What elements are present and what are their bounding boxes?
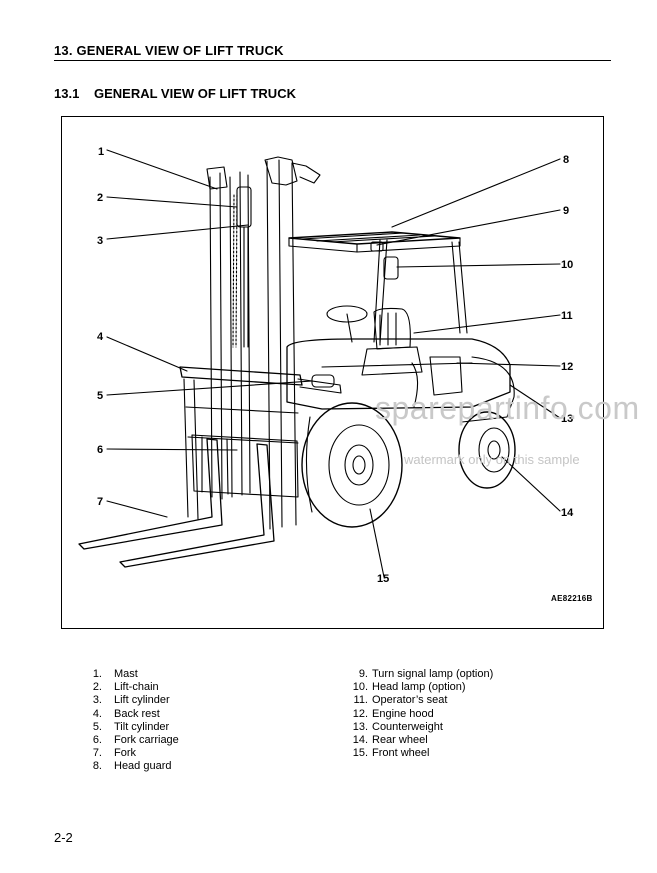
legend-item: 15.Front wheel [352,747,430,760]
callout-12: 12 [561,361,573,373]
subsection-number: 13.1 [54,86,80,101]
section-divider [54,60,611,61]
legend-item: 4.Back rest [92,707,160,720]
callout-2: 2 [97,192,103,204]
legend-right: 9.Turn signal lamp (option) 10.Head lamp… [340,668,494,760]
section-title: 13. GENERAL VIEW OF LIFT TRUCK [54,43,284,58]
legend-left: 1.Mast 2.Lift-chain 3.Lift cylinder 4.Ba… [70,668,179,774]
legend-item: 9.Turn signal lamp (option) [358,668,494,680]
subsection-title: GENERAL VIEW OF LIFT TRUCK [94,86,296,101]
callout-13: 13 [561,413,573,425]
legend-item: 5.Tilt cylinder [92,720,170,733]
legend-item: 2.Lift-chain [92,681,159,694]
callout-15: 15 [377,573,389,585]
forklift-illustration: 1 2 3 4 5 6 7 8 9 10 11 12 13 14 15 [78,146,574,585]
legend-item: 3.Lift cylinder [92,694,170,707]
subsection-heading: 13.1 GENERAL VIEW OF LIFT TRUCK [54,86,296,101]
callout-1: 1 [98,146,104,158]
legend-item: 11.Operator’s seat [353,694,448,707]
callout-7: 7 [97,496,103,508]
forklift-figure: 1 2 3 4 5 6 7 8 9 10 11 12 13 14 15 AE82… [61,116,604,629]
callout-4: 4 [97,331,104,343]
legend-item: 6.Fork carriage [92,734,179,747]
callout-11: 11 [561,310,573,322]
watermark-site: sparepartinfo.com [375,390,640,426]
callout-9: 9 [563,205,569,217]
figure-code: AE82216B [551,594,593,603]
callout-3: 3 [97,235,103,247]
callout-6: 6 [97,444,103,456]
callout-5: 5 [97,390,103,402]
watermark-note: watermark only on this sample [404,452,580,467]
legend-item: 1.Mast [92,668,138,680]
legend-item: 12.Engine hood [352,707,434,720]
legend-item: 7.Fork [92,747,136,760]
legend-item: 13.Counterweight [352,720,443,733]
callout-14: 14 [561,507,574,519]
page-number: 2-2 [54,830,73,845]
legend-item: 14.Rear wheel [352,734,428,747]
callout-8: 8 [563,154,569,166]
legend-item: 10.Head lamp (option) [352,681,466,694]
callout-10: 10 [561,259,573,271]
legend-item: 8.Head guard [92,760,172,773]
